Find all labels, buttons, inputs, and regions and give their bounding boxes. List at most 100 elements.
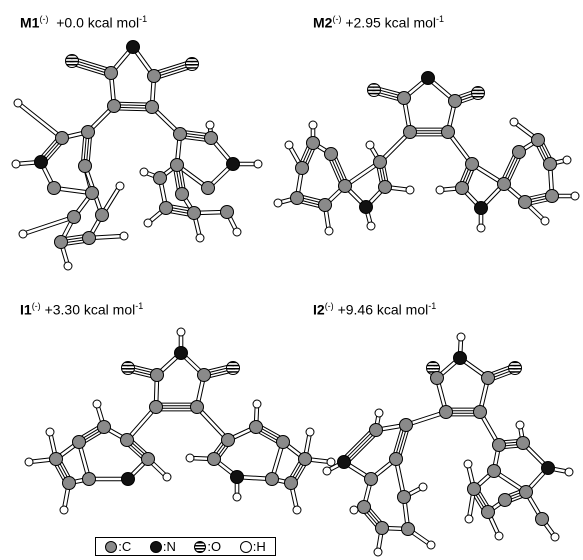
hydrogen-atom xyxy=(365,140,375,150)
hydrogen-atom xyxy=(292,505,302,515)
oxygen-atom xyxy=(508,361,522,375)
bond xyxy=(195,405,230,442)
hydrogen-atom xyxy=(308,120,318,130)
carbon-swatch-icon xyxy=(105,540,118,553)
panel-label-m2: M2(-) +2.95 kcal mol-1 xyxy=(313,11,444,31)
carbon-atom xyxy=(276,435,290,449)
carbon-atom xyxy=(318,198,332,212)
bond xyxy=(345,431,379,465)
carbon-atom xyxy=(207,452,221,466)
bond xyxy=(343,160,382,188)
carbon-atom xyxy=(378,180,392,194)
m1-bonds xyxy=(13,44,261,269)
nitrogen-atom xyxy=(541,461,555,475)
energy: +2.95 kcal mol xyxy=(345,14,437,31)
carbon-atom xyxy=(85,186,99,200)
carbon-atom xyxy=(324,147,338,161)
hydrogen-atom xyxy=(252,399,262,409)
nitrogen-atom xyxy=(226,157,240,171)
carbon-atom xyxy=(397,490,411,504)
hydrogen-atom xyxy=(476,223,486,233)
hydrogen-atom xyxy=(494,531,504,541)
unit-exponent: -1 xyxy=(436,14,445,24)
unit-exponent: -1 xyxy=(428,301,437,311)
bond xyxy=(16,101,64,140)
hydrogen-atom xyxy=(366,221,376,231)
oxygen-atom xyxy=(226,361,240,375)
carbon-atom xyxy=(481,371,495,385)
carbon-atom xyxy=(153,171,167,185)
carbon-atom xyxy=(150,368,164,382)
carbon-atom xyxy=(187,206,201,220)
carbon-atom xyxy=(265,472,279,486)
panel-label-i2: I2(-) +9.46 kcal mol-1 xyxy=(313,298,436,318)
carbon-atom xyxy=(531,133,545,147)
m2-atoms xyxy=(273,71,580,236)
hydrogen-atom xyxy=(463,459,473,469)
hydrogen-atom xyxy=(273,198,283,208)
hydrogen-atom xyxy=(176,327,186,337)
hydrogen-atom xyxy=(562,155,572,165)
carbon-atom xyxy=(399,418,413,432)
carbon-atom xyxy=(54,235,68,249)
charge: (-) xyxy=(324,301,334,311)
carbon-atom xyxy=(107,99,121,113)
carbon-atom xyxy=(120,433,134,447)
carbon-atom xyxy=(512,145,526,159)
hydrogen-atom xyxy=(426,540,436,550)
hydrogen-atom xyxy=(324,226,334,236)
hydrogen-atom xyxy=(59,505,69,515)
carbon-atom xyxy=(173,127,187,141)
hydrogen-atom xyxy=(326,457,336,467)
carbon-atom xyxy=(543,157,557,171)
panel-label-i1: I1(-) +3.30 kcal mol-1 xyxy=(20,298,143,318)
nitrogen-atom xyxy=(337,455,351,469)
hydrogen-atom xyxy=(139,167,149,177)
m1-atoms xyxy=(11,40,263,271)
molecule-name: M1 xyxy=(20,14,40,31)
carbon-atom xyxy=(397,91,411,105)
molecule-name: I1 xyxy=(20,301,32,318)
nitrogen-atom xyxy=(474,201,488,215)
hydrogen-atom xyxy=(373,547,383,557)
atom-layer xyxy=(11,40,580,557)
carbon-atom xyxy=(175,187,189,201)
carbon-atom xyxy=(204,131,218,145)
nitrogen-atom xyxy=(230,470,244,484)
carbon-atom xyxy=(295,161,309,175)
bond xyxy=(71,57,113,72)
energy: +3.30 kcal mol xyxy=(44,301,136,318)
bond xyxy=(21,215,76,236)
carbon-atom xyxy=(190,400,204,414)
carbon-atom xyxy=(141,452,155,466)
hydrogen-atom xyxy=(24,457,34,467)
hydrogen-atom xyxy=(284,140,294,150)
carbon-atom xyxy=(284,476,298,490)
hydrogen-atom xyxy=(322,466,332,476)
energy: +9.46 kcal mol xyxy=(337,301,429,318)
hydrogen-atom xyxy=(45,427,55,437)
oxygen-swatch-icon xyxy=(194,540,207,553)
hydrogen-atom xyxy=(374,408,384,418)
hydrogen-atom xyxy=(18,229,28,239)
bond xyxy=(404,410,448,427)
carbon-atom xyxy=(249,420,263,434)
hydrogen-atom xyxy=(11,159,21,169)
carbon-atom xyxy=(298,452,312,466)
hydrogen-atom xyxy=(564,467,574,477)
bond xyxy=(378,130,412,164)
carbon-atom xyxy=(67,210,81,224)
carbon-atom xyxy=(401,522,415,536)
carbon-atom xyxy=(82,472,96,486)
carbon-atom xyxy=(373,155,387,169)
carbon-atom xyxy=(149,400,163,414)
nitrogen-atom xyxy=(359,200,373,214)
nitrogen-atom xyxy=(174,346,188,360)
carbon-atom xyxy=(375,521,389,535)
charge: (-) xyxy=(31,301,41,311)
carbon-atom xyxy=(473,405,487,419)
carbon-atom xyxy=(290,191,304,205)
hydrogen-atom xyxy=(305,427,315,437)
i1-atoms xyxy=(24,327,336,515)
